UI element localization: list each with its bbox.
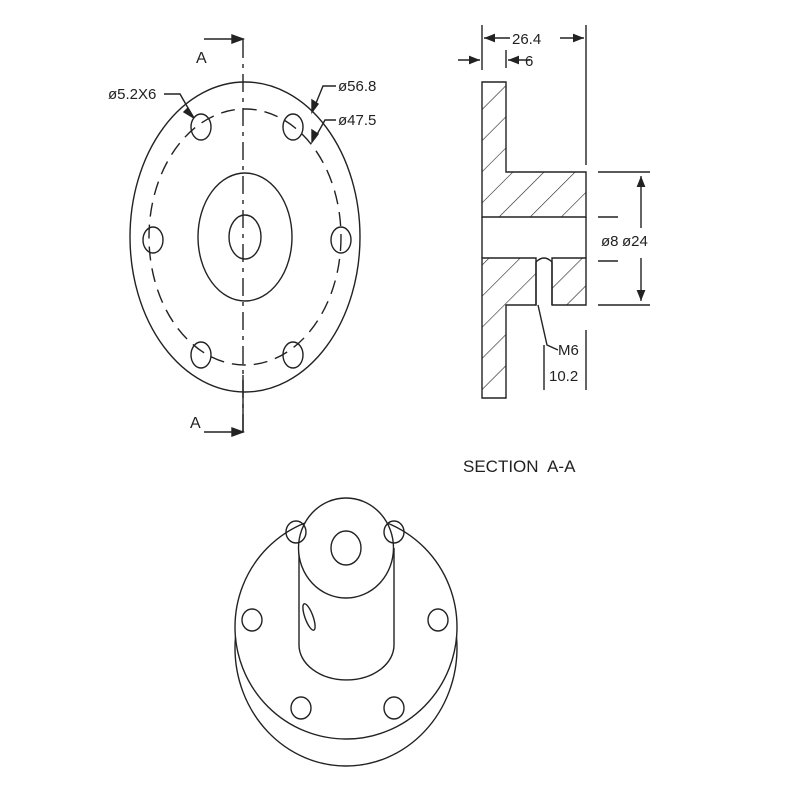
- bolt-circle: [148, 108, 342, 366]
- hub-circle: [197, 172, 293, 302]
- iso-bore: [330, 530, 362, 566]
- section-lower-right: [551, 257, 587, 306]
- section-lower: [481, 257, 537, 399]
- bore-circle: [228, 214, 262, 260]
- outer-diameter-dim: ø56.8: [338, 78, 376, 95]
- overall-length-dim: 26.4: [512, 31, 541, 48]
- section-view: [458, 25, 650, 399]
- bolt-circle-dim: ø47.5: [338, 112, 376, 129]
- set-screw-thread-label: M6: [558, 342, 579, 359]
- front-view: [129, 34, 361, 437]
- hub-diameter-dim: ø24: [622, 233, 648, 250]
- isometric-view: [234, 497, 458, 767]
- section-title: SECTION A-A: [463, 457, 576, 476]
- flange-thickness-dim: 6: [525, 53, 533, 70]
- bore-diameter-dim: ø8: [601, 233, 619, 250]
- set-screw-position-dim: 10.2: [549, 368, 578, 385]
- section-marker-top: A: [196, 50, 207, 67]
- outer-flange-circle: [129, 81, 361, 393]
- iso-hub-top: [297, 497, 395, 599]
- section-upper: [481, 81, 587, 218]
- section-marker-bottom: A: [190, 415, 201, 432]
- hole-callout: ø5.2X6: [108, 86, 156, 103]
